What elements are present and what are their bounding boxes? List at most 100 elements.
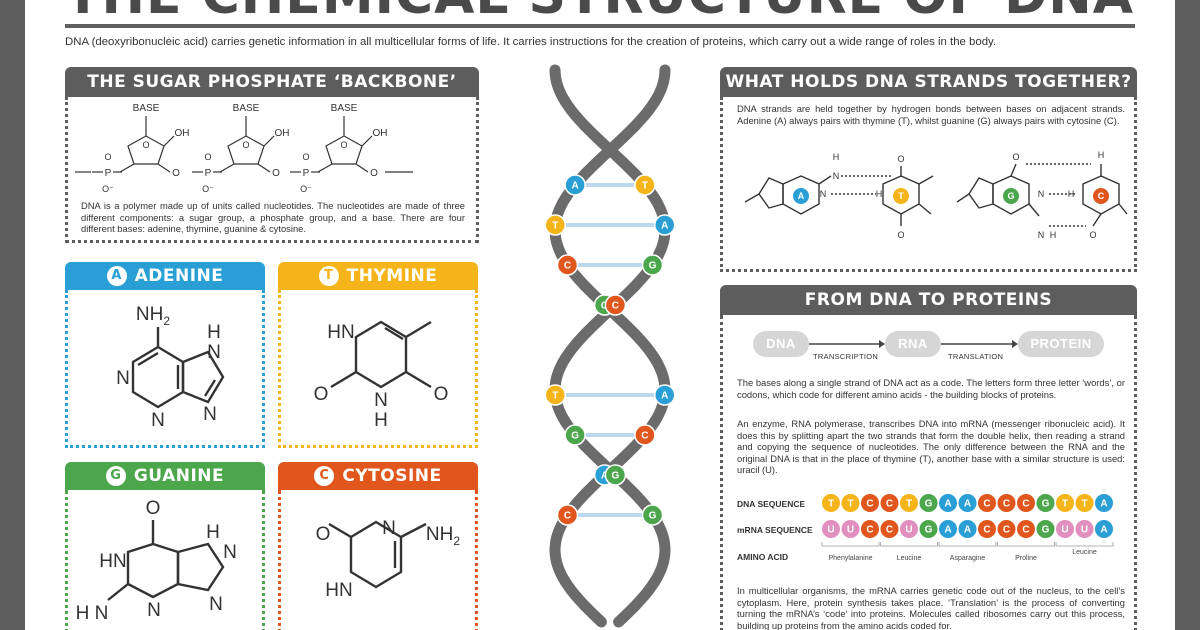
- dna-nucleotide: [1056, 494, 1074, 512]
- dna-nucleotide: [1036, 494, 1055, 512]
- thymine-o1: O: [434, 384, 449, 405]
- guanine-label: GUANINE: [133, 466, 225, 486]
- at-o-top: O: [897, 154, 904, 164]
- base-badge-letter: T: [642, 181, 648, 192]
- cytosine-carbonyl-bond: [328, 522, 352, 539]
- mrna-nucleotide-letter: C: [866, 525, 873, 536]
- base-badge: [604, 294, 627, 316]
- guanine-heading: G GUANINE: [65, 462, 265, 490]
- mrna-nucleotide-letter: U: [847, 525, 854, 536]
- codon-bracket: [938, 542, 997, 547]
- mrna-nucleotide: [900, 520, 918, 538]
- codon-bracket: [821, 542, 880, 547]
- cytosine-structure: O N NH2 HN: [316, 518, 461, 601]
- gc-h-top: H: [1098, 150, 1105, 160]
- at-adenine-marker: [793, 188, 809, 204]
- gc-cytosine-letter: C: [1098, 191, 1105, 201]
- at-thymine-letter: T: [898, 191, 904, 201]
- guanine-amine-bond: [107, 583, 129, 601]
- codon-bracket: [1055, 542, 1114, 547]
- dna-nucleotide-letter: C: [1022, 499, 1029, 510]
- dna-nucleotide: [880, 494, 899, 512]
- mrna-nucleotide-letter: C: [983, 525, 990, 536]
- mrna-nucleotide-letter: U: [1061, 525, 1068, 536]
- gc-cytosine-carbonyl: [1092, 213, 1102, 227]
- base-badge: [653, 384, 676, 406]
- at-o-bottom: O: [897, 230, 904, 240]
- ring-oxygen-3: O: [340, 140, 347, 150]
- ch2-bond-1: [119, 163, 135, 173]
- dna-nucleotide-letter: C: [866, 499, 873, 510]
- dna-nucleotide-letter: A: [964, 499, 971, 510]
- dna-nucleotide-letter: A: [1100, 499, 1107, 510]
- dna-nucleotide: [1017, 494, 1035, 512]
- guanine-structure: O HN N H N N H N: [76, 498, 237, 624]
- guanine-badge: G: [105, 466, 126, 486]
- thymine-label: THYMINE: [346, 266, 438, 286]
- flow-dna-pill: DNA: [753, 331, 809, 357]
- page-title: THE CHEMICAL STRUCTURE OF DNA: [65, 0, 1134, 26]
- oh-bond-2: [263, 135, 275, 147]
- mrna-nucleotide-letter: A: [1100, 525, 1107, 536]
- hold-description: DNA strands are held together by hydroge…: [737, 103, 1125, 126]
- cytosine-badge: C: [314, 466, 335, 486]
- guanine-ring-6: [126, 542, 180, 599]
- mrna-nucleotide-letter: U: [1081, 525, 1088, 536]
- mrna-nucleotide-letter: G: [1042, 525, 1050, 536]
- ch2-bond-2: [219, 163, 235, 173]
- adenine-n3: N: [151, 410, 165, 431]
- amino-acid-label: AMINO ACID: [737, 552, 789, 562]
- thymine-hn: HN: [327, 322, 354, 343]
- mrna-nucleotide: [1075, 520, 1094, 538]
- transcription-arrowhead: [879, 340, 885, 348]
- mrna-nucleotide: [822, 520, 840, 538]
- mrna-nucleotide-letter: A: [964, 525, 971, 536]
- oh-label-1: OH: [175, 128, 190, 139]
- gc-guanine-amine: [1028, 203, 1040, 217]
- backbone-panel: [65, 97, 479, 243]
- base-badge-letter: T: [552, 221, 558, 232]
- base-badge-letter: A: [601, 471, 608, 482]
- oh-label-2: OH: [275, 128, 290, 139]
- phosphate-oxygen-top-1: O: [104, 152, 111, 162]
- at-n-top: N: [833, 171, 840, 181]
- mrna-nucleotide: [997, 520, 1016, 538]
- proteins-panel: [720, 315, 1137, 630]
- proteins-paragraph-2: An enzyme, RNA polymerase, transcribes D…: [737, 418, 1125, 475]
- cytosine-o: O: [316, 524, 331, 545]
- base-badge-letter: C: [564, 511, 571, 522]
- oh-bond-3: [361, 135, 373, 147]
- thymine-structure: HN N H O O: [314, 320, 449, 431]
- base-badge-letter: C: [564, 261, 571, 272]
- adenine-double-bond-1: [137, 351, 159, 367]
- ring-oxygen-1: O: [142, 140, 149, 150]
- gc-cytosine-attachment: [1118, 203, 1128, 215]
- gc-guanine-letter: G: [1007, 191, 1014, 201]
- base-badge-letter: T: [552, 391, 558, 402]
- gc-n-mid: N: [1038, 189, 1045, 199]
- base-badge: [544, 384, 567, 406]
- mrna-nucleotide-letter: U: [827, 525, 834, 536]
- dna-nucleotide: [978, 494, 996, 512]
- adenine-double-bond-3: [203, 379, 217, 397]
- amino-acid-name: Proline: [1015, 555, 1037, 562]
- base-badge: [564, 174, 586, 196]
- dna-nucleotide: [939, 494, 957, 512]
- dna-sequence-label: DNA SEQUENCE: [737, 499, 806, 509]
- flow-arrows: [809, 340, 1018, 348]
- adenine-n7: N: [203, 404, 217, 425]
- gc-o-bottom: O: [1089, 230, 1096, 240]
- oh-label-3: OH: [373, 128, 388, 139]
- proteins-paragraph-3: In multicellular organisms, the mRNA car…: [737, 585, 1125, 630]
- hold-heading: WHAT HOLDS DNA STRANDS TOGETHER?: [720, 67, 1137, 97]
- mrna-nucleotide: [1017, 520, 1035, 538]
- mrna-nucleotide-letter: C: [1022, 525, 1029, 536]
- gc-h-bottom: H: [1050, 230, 1057, 240]
- at-n-mid: N: [820, 189, 827, 199]
- gc-guanine-marker: [1003, 188, 1019, 204]
- at-thymine-marker: [893, 188, 909, 204]
- base-badge: [564, 424, 586, 446]
- phosphate-oxygen-top-3: O: [302, 152, 309, 162]
- dna-nucleotide: [1095, 494, 1113, 512]
- cytosine-n3: N: [382, 518, 396, 539]
